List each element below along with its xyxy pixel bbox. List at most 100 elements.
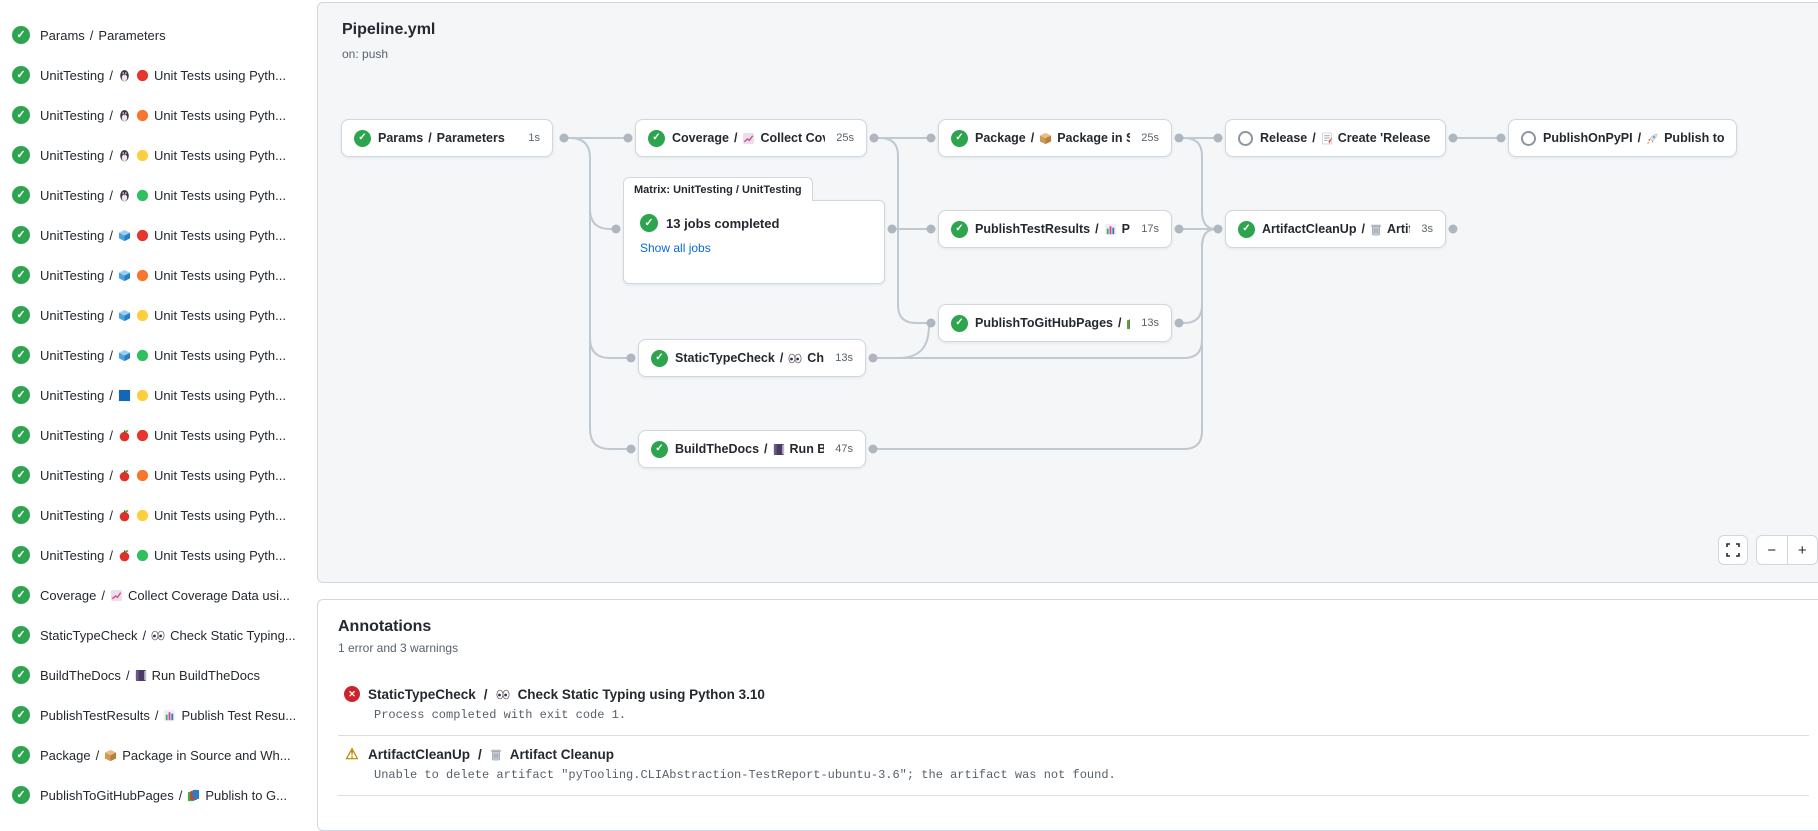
sidebar-job-14-coverage[interactable]: ✓Coverage/Collect Coverage Data usi... bbox=[12, 575, 302, 615]
sidebar-job-10-unittesting[interactable]: ✓UnitTesting/Unit Tests using Pyth... bbox=[12, 415, 302, 455]
job-label: Unit Tests using Pyth... bbox=[153, 307, 286, 323]
sidebar-job-5-unittesting[interactable]: ✓UnitTesting/Unit Tests using Pyth... bbox=[12, 215, 302, 255]
node-publishtogithubpages[interactable]: ✓ PublishToGitHubPages / ... 13s bbox=[938, 304, 1172, 342]
zoom-out-button[interactable]: − bbox=[1757, 536, 1788, 564]
sidebar-job-18-package[interactable]: ✓Package/Package in Source and Wh... bbox=[12, 735, 302, 775]
sidebar-job-12-unittesting[interactable]: ✓UnitTesting/Unit Tests using Pyth... bbox=[12, 495, 302, 535]
success-icon: ✓ bbox=[12, 546, 30, 564]
success-icon: ✓ bbox=[12, 226, 30, 244]
sidebar-job-4-unittesting[interactable]: ✓UnitTesting/Unit Tests using Pyth... bbox=[12, 175, 302, 215]
sidebar-job-16-buildthedocs[interactable]: ✓BuildTheDocs/Run BuildTheDocs bbox=[12, 655, 302, 695]
node-publishonpypi[interactable]: PublishOnPyPI / Publish to ... bbox=[1508, 119, 1737, 157]
job-name: UnitTesting bbox=[40, 107, 105, 123]
penguin-icon bbox=[118, 69, 131, 82]
sidebar-job-8-unittesting[interactable]: ✓UnitTesting/Unit Tests using Pyth... bbox=[12, 335, 302, 375]
node-coverage[interactable]: ✓ Coverage / Collect Cove... 25s bbox=[635, 119, 867, 157]
barchart-icon bbox=[163, 709, 176, 722]
sidebar-job-2-unittesting[interactable]: ✓UnitTesting/Unit Tests using Pyth... bbox=[12, 95, 302, 135]
job-label: Run BuildTheDocs bbox=[151, 667, 260, 683]
duration: 1s bbox=[528, 132, 540, 144]
node-publishtestresults[interactable]: ✓ PublishTestResults / Pu... 17s bbox=[938, 210, 1172, 248]
cube-icon bbox=[118, 349, 131, 362]
workflow-graph-panel: Pipeline.yml on: push bbox=[317, 2, 1818, 583]
py-yellow-icon bbox=[136, 389, 149, 402]
book-icon bbox=[773, 443, 785, 456]
show-all-jobs-link[interactable]: Show all jobs bbox=[640, 241, 711, 255]
success-icon: ✓ bbox=[12, 186, 30, 204]
chart-up-icon bbox=[110, 589, 123, 602]
py-yellow-icon bbox=[136, 149, 149, 162]
sidebar-job-7-unittesting[interactable]: ✓UnitTesting/Unit Tests using Pyth... bbox=[12, 295, 302, 335]
sidebar-job-11-unittesting[interactable]: ✓UnitTesting/Unit Tests using Pyth... bbox=[12, 455, 302, 495]
annotations-panel: Annotations 1 error and 3 warnings ✕Stat… bbox=[317, 599, 1818, 831]
job-label: Publish to G... bbox=[205, 787, 287, 803]
zoom-control-group: − + bbox=[1756, 535, 1818, 565]
matrix-summary: 13 jobs completed bbox=[666, 215, 780, 231]
apple-icon bbox=[118, 509, 131, 522]
job-name: Coverage bbox=[40, 587, 97, 603]
sidebar-job-19-publishtogithubpages[interactable]: ✓PublishToGitHubPages/Publish to G... bbox=[12, 775, 302, 815]
books-icon bbox=[187, 789, 200, 802]
annotation-error: ✕StaticTypeCheck/Check Static Typing usi… bbox=[338, 675, 1809, 736]
job-label: Unit Tests using Pyth... bbox=[153, 547, 286, 563]
apple-icon bbox=[118, 429, 131, 442]
py-yellow-icon bbox=[136, 309, 149, 322]
success-icon: ✓ bbox=[12, 466, 30, 484]
sidebar-job-17-publishtestresults[interactable]: ✓PublishTestResults/Publish Test Resu... bbox=[12, 695, 302, 735]
winsquare-icon bbox=[118, 389, 131, 402]
node-params[interactable]: ✓ Params / Parameters 1s bbox=[341, 119, 553, 157]
node-artifactcleanup[interactable]: ✓ ArtifactCleanUp / Artifac... 3s bbox=[1225, 210, 1446, 248]
apple-icon bbox=[118, 469, 131, 482]
annotation-title-link[interactable]: ⚠ArtifactCleanUp/Artifact Cleanup bbox=[345, 746, 615, 763]
job-name: UnitTesting bbox=[40, 227, 105, 243]
py-orange-icon bbox=[136, 469, 149, 482]
workflow-file-title: Pipeline.yml bbox=[342, 21, 436, 38]
success-icon: ✓ bbox=[951, 314, 968, 332]
job-label: Check Static Typing... bbox=[170, 627, 296, 643]
job-name: UnitTesting bbox=[40, 347, 105, 363]
job-label: Unit Tests using Pyth... bbox=[153, 67, 286, 83]
job-label: Unit Tests using Pyth... bbox=[153, 187, 286, 203]
sidebar-job-0-params[interactable]: ✓Params/Parameters bbox=[12, 15, 302, 55]
node-buildthedocs[interactable]: ✓ BuildTheDocs / Run Buil... 47s bbox=[638, 430, 866, 468]
job-label: Unit Tests using Pyth... bbox=[153, 427, 286, 443]
success-icon: ✓ bbox=[12, 746, 30, 764]
job-name: UnitTesting bbox=[40, 547, 105, 563]
sidebar-job-13-unittesting[interactable]: ✓UnitTesting/Unit Tests using Pyth... bbox=[12, 535, 302, 575]
fullscreen-button[interactable] bbox=[1718, 535, 1748, 565]
job-name: PublishToGitHubPages bbox=[40, 787, 174, 803]
error-icon: ✕ bbox=[344, 686, 360, 702]
sidebar-job-15-statictypecheck[interactable]: ✓StaticTypeCheck/Check Static Typing... bbox=[12, 615, 302, 655]
node-release[interactable]: Release / Create 'Release P... bbox=[1225, 119, 1446, 157]
annotations-list: ✕StaticTypeCheck/Check Static Typing usi… bbox=[338, 675, 1809, 796]
sidebar-job-9-unittesting[interactable]: ✓UnitTesting/Unit Tests using Pyth... bbox=[12, 375, 302, 415]
success-icon: ✓ bbox=[951, 220, 968, 238]
node-statictypecheck[interactable]: ✓ StaticTypeCheck / Chec... 13s bbox=[638, 339, 866, 377]
job-name: UnitTesting bbox=[40, 507, 105, 523]
py-yellow-icon bbox=[136, 509, 149, 522]
matrix-group-card: ✓ 13 jobs completed Show all jobs bbox=[623, 200, 885, 284]
job-name: UnitTesting bbox=[40, 147, 105, 163]
sidebar-job-3-unittesting[interactable]: ✓UnitTesting/Unit Tests using Pyth... bbox=[12, 135, 302, 175]
apple-icon bbox=[118, 549, 131, 562]
success-icon: ✓ bbox=[648, 129, 665, 147]
job-label: Publish Test Resu... bbox=[181, 707, 297, 723]
duration: 17s bbox=[1141, 223, 1159, 235]
warning-icon: ⚠ bbox=[345, 746, 359, 763]
job-name: UnitTesting bbox=[40, 187, 105, 203]
py-green-icon bbox=[136, 549, 149, 562]
zoom-in-button[interactable]: + bbox=[1797, 541, 1807, 559]
barchart-icon bbox=[1104, 223, 1117, 236]
job-name: Package bbox=[40, 747, 91, 763]
job-name: UnitTesting bbox=[40, 467, 105, 483]
penguin-icon bbox=[118, 109, 131, 122]
annotation-title-link[interactable]: ✕StaticTypeCheck/Check Static Typing usi… bbox=[344, 686, 1805, 702]
rocket-icon bbox=[1646, 132, 1659, 145]
sidebar-job-1-unittesting[interactable]: ✓UnitTesting/Unit Tests using Pyth... bbox=[12, 55, 302, 95]
node-package[interactable]: ✓ Package / Package in So... 25s bbox=[938, 119, 1172, 157]
skipped-icon bbox=[1238, 130, 1253, 146]
duration: 25s bbox=[836, 132, 854, 144]
jobs-sidebar: ✓Params/Parameters✓UnitTesting/Unit Test… bbox=[0, 0, 302, 815]
sidebar-job-6-unittesting[interactable]: ✓UnitTesting/Unit Tests using Pyth... bbox=[12, 255, 302, 295]
